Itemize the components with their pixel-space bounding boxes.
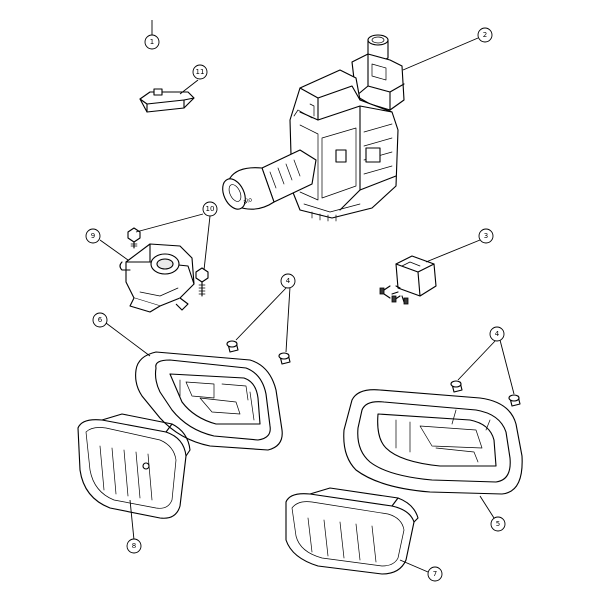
part-4-screws-right <box>450 339 521 407</box>
callout-3-label: 3 <box>484 232 488 240</box>
callout-10: 10 <box>202 201 218 217</box>
callout-4-left-label: 4 <box>286 277 291 285</box>
callout-5: 5 <box>490 516 506 532</box>
part-2-multifunction-switch: alo <box>222 34 479 222</box>
callout-9-label: 9 <box>91 232 95 240</box>
part-3-relay <box>379 239 481 305</box>
callout-3: 3 <box>478 228 494 244</box>
callout-11: 11 <box>192 64 208 80</box>
callout-4-left: 4 <box>280 273 296 289</box>
callout-6-label: 6 <box>98 316 103 324</box>
part-10-bolts <box>127 213 211 297</box>
callout-4-right-label: 4 <box>495 330 500 338</box>
callout-1-label: 1 <box>150 38 154 46</box>
part-5-right-housing <box>343 389 523 519</box>
part-6-left-housing <box>105 322 283 451</box>
callout-7-label: 7 <box>433 570 437 578</box>
callout-10-label: 10 <box>206 205 215 213</box>
callout-1: 1 <box>144 34 160 50</box>
part-11-fuse <box>139 79 199 113</box>
callout-2: 2 <box>477 27 493 43</box>
callout-5-label: 5 <box>496 520 500 528</box>
part-9-sensor <box>99 239 195 313</box>
part-8-left-lens <box>77 413 191 541</box>
part-7-right-lens <box>285 487 429 575</box>
part-4-screws-left <box>226 286 291 365</box>
callout-6: 6 <box>92 312 108 328</box>
callout-8: 8 <box>126 538 142 554</box>
callout-9: 9 <box>85 228 101 244</box>
callout-4-right: 4 <box>489 326 505 342</box>
callout-7: 7 <box>427 566 443 582</box>
stalk-marking-text: alo <box>242 196 253 206</box>
callout-11-label: 11 <box>196 68 205 76</box>
callout-2-label: 2 <box>483 31 487 39</box>
callout-8-label: 8 <box>132 542 136 550</box>
